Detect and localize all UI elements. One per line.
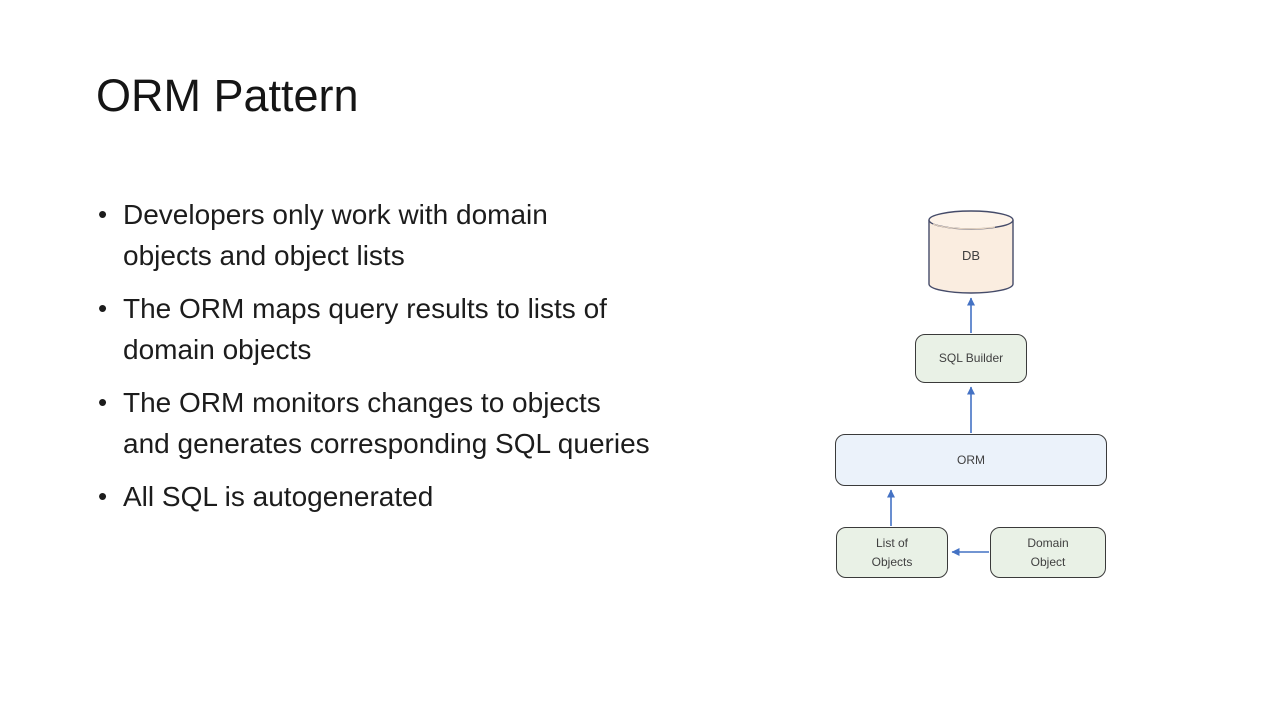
bullet-marker: • xyxy=(98,199,108,229)
bullet-marker: • xyxy=(98,387,108,417)
orm-diagram: DB SQL Builder ORM List of Objects Domai… xyxy=(820,200,1120,600)
node-list-of-objects: List of Objects xyxy=(836,527,948,578)
bullet-text: The ORM monitors changes to objects and … xyxy=(123,387,650,459)
db-cylinder-shape xyxy=(928,210,1014,294)
bullet-item: • The ORM monitors changes to objects an… xyxy=(98,382,770,464)
node-list-of-objects-label: List of Objects xyxy=(871,535,913,569)
bullet-marker: • xyxy=(98,293,108,323)
node-sql-builder-label: SQL Builder xyxy=(938,351,1004,365)
bullet-marker: • xyxy=(98,481,108,511)
node-orm: ORM xyxy=(835,434,1107,486)
node-domain-object-label: Domain Object xyxy=(1027,535,1069,569)
bullet-text: Developers only work with domain objects… xyxy=(123,199,548,271)
bullet-text: All SQL is autogenerated xyxy=(123,481,434,512)
slide-title: ORM Pattern xyxy=(96,70,359,121)
bullet-item: • The ORM maps query results to lists of… xyxy=(98,288,770,370)
node-domain-object: Domain Object xyxy=(990,527,1106,578)
diagram-canvas xyxy=(887,210,1014,556)
bullet-item: • All SQL is autogenerated xyxy=(98,476,770,517)
node-db-label: DB xyxy=(961,248,981,263)
node-orm-label: ORM xyxy=(957,452,985,467)
bullet-text: The ORM maps query results to lists of d… xyxy=(123,293,607,365)
bullet-list: • Developers only work with domain objec… xyxy=(98,194,770,529)
bullet-item: • Developers only work with domain objec… xyxy=(98,194,770,276)
node-sql-builder: SQL Builder xyxy=(915,334,1027,383)
